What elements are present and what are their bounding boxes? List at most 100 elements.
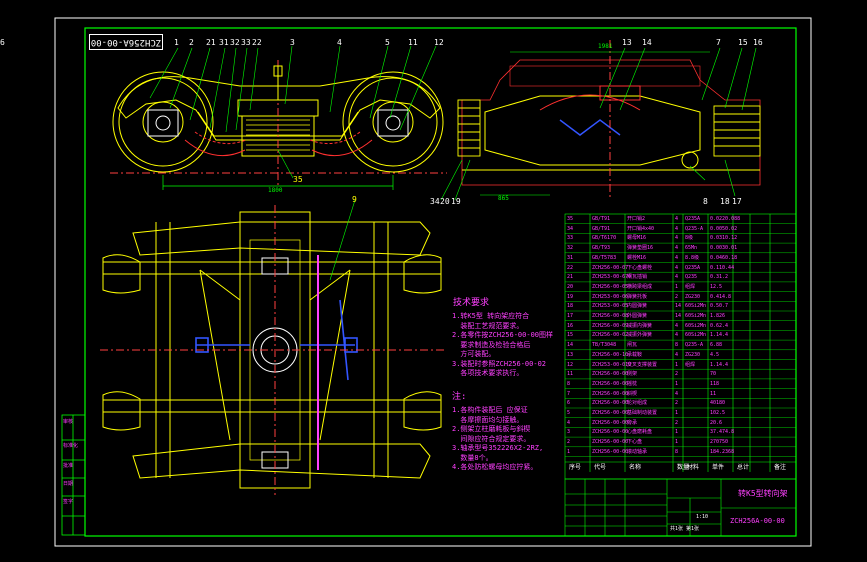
bom-cell: 14 [567, 342, 574, 349]
notes-2-title: 注: [452, 392, 467, 402]
callout-6: 6 [0, 38, 5, 47]
bom-cell: ZCH253-00-010 [592, 361, 632, 368]
callout-12: 12 [434, 38, 444, 47]
wheel-left-outer [112, 71, 214, 173]
bom-cell: 184.2368 [710, 448, 735, 455]
bom-header-cell: 材料 [687, 464, 700, 471]
bom-cell: 2 [567, 439, 571, 446]
bom-cell: 2 [675, 293, 679, 300]
callout-1: 1 [174, 38, 179, 47]
callout-4: 4 [337, 38, 342, 47]
bom-cell: 0.0030.01 [710, 245, 738, 252]
bom-cell: Q235A [685, 264, 701, 271]
signature-label: 标准化 [63, 443, 79, 449]
bom-cell: 14 [675, 313, 682, 319]
bom-cell: 20 [567, 283, 574, 290]
callout-35: 35 [293, 175, 303, 184]
bom-cell: 0.0050.02 [710, 225, 738, 232]
bom-cell: 侧架 [627, 371, 638, 378]
bom-cell: 37.474.8 [710, 429, 735, 436]
bom-cell: 17 [567, 313, 574, 319]
bom-cell: 心盘磨耗盘 [627, 429, 653, 436]
callout-33: 33 [241, 38, 251, 47]
signature-label: 批准 [63, 463, 74, 469]
bom-cell: TB/T3048 [592, 342, 617, 349]
bom-cell: 35 [567, 216, 574, 222]
bom-cell: 8级 [685, 235, 694, 242]
bom-cell: ZCH256-00-00 [592, 429, 629, 436]
bom-cell: 60Si2Mn [685, 322, 707, 329]
bom-cell: 4 [675, 332, 679, 339]
wheel-right-outer [342, 71, 444, 173]
bom-cell: ZG230 [685, 293, 701, 300]
bom-cell: 21 [567, 274, 574, 281]
bom-cell: 6.88 [710, 342, 723, 349]
bom-cell: 14 [675, 303, 682, 310]
bom-cell: 3 [567, 429, 571, 436]
bom-cell: 组焊 [685, 283, 696, 290]
bom-cell: 轮对组成 [627, 400, 648, 407]
callout-15: 15 [738, 38, 748, 47]
bom-cell: ZG230 [685, 351, 701, 358]
bom-cell: 18 [567, 303, 574, 310]
bom-cell: 1 [675, 410, 679, 416]
callout-34: 34 [430, 197, 440, 206]
bom-cell: 4 [675, 322, 679, 329]
bom-cell: 4.5 [710, 351, 720, 358]
bom-cell: 0.31.2 [710, 274, 729, 281]
bom-cell: 13 [567, 351, 574, 358]
bom-cell: 4 [675, 264, 679, 271]
callout-20: 20 [440, 197, 450, 206]
bom-cell: Q235-A [685, 225, 704, 232]
bom-cell: 8 [675, 342, 679, 349]
bom-cell: 弹簧托板 [627, 293, 648, 300]
bom-cell: 7 [567, 390, 571, 397]
callout-18: 18 [720, 197, 730, 206]
bom-cell: ZCH256-00-02 [592, 332, 629, 339]
bom-cell: 交叉支撑装置 [627, 361, 658, 368]
bom-cell: 4 [675, 351, 679, 358]
bom-cell: GB/T5783 [592, 254, 617, 261]
callout-13: 13 [622, 38, 632, 47]
bom-cell: 横跨梁组成 [627, 283, 653, 290]
bom-cell: 1.14.4 [710, 361, 729, 368]
bom-cell: 65Mn [685, 245, 698, 252]
title-block-scale: 1:10 [696, 514, 709, 520]
bom-cell: 6 [567, 400, 571, 407]
title-block-code: ZCH256A-00-00 [730, 517, 785, 525]
bom-cell: ZCH253-00-670 [592, 274, 632, 281]
bom-cell: 2 [675, 419, 679, 426]
bom-cell: 34 [567, 225, 574, 232]
bom-cell: 1 [675, 361, 679, 368]
bom-cell: 4 [675, 235, 679, 242]
bom-cell: ZCH253-00-05 [592, 303, 629, 310]
bom-header-cell: 单件 [712, 464, 725, 471]
bom-cell: 4 [675, 245, 679, 252]
bom-cell: 60Si2Mn [685, 332, 707, 339]
bom-cell: ZCH256-00-09 [592, 322, 629, 329]
bom-header-cell: 名称 [629, 464, 642, 471]
bom-cell: 0.110.44 [710, 264, 735, 271]
bom-cell: 斜楔 [627, 390, 638, 397]
bom-cell: 5 [567, 410, 571, 416]
bom-cell: 1 [567, 448, 571, 455]
bom-cell: 弹簧垫圈16 [627, 245, 654, 252]
bom-cell: 旁承 [627, 419, 638, 426]
bom-cell: 19 [567, 293, 574, 300]
bom-cell: ZCH256-00-10 [592, 351, 629, 358]
bom-header-cell: 序号 [569, 464, 582, 471]
sheet-border [54, 17, 812, 547]
bom-cell: 基础制动装置 [627, 410, 658, 416]
callout-31: 31 [219, 38, 229, 47]
bom-cell: 70 [710, 371, 717, 378]
bom-cell: 16 [567, 322, 574, 329]
bom-cell: 11 [710, 390, 717, 397]
bom-header-cell: 总计 [737, 464, 750, 471]
bom-cell: 1.14.4 [710, 332, 729, 339]
bom-cell: ZCH256-00-00 [592, 390, 629, 397]
bom-cell: 8.8级 [685, 254, 700, 261]
signature-label: 审核 [63, 419, 74, 425]
title-block-grid [564, 478, 797, 537]
callout-19: 19 [451, 197, 461, 206]
